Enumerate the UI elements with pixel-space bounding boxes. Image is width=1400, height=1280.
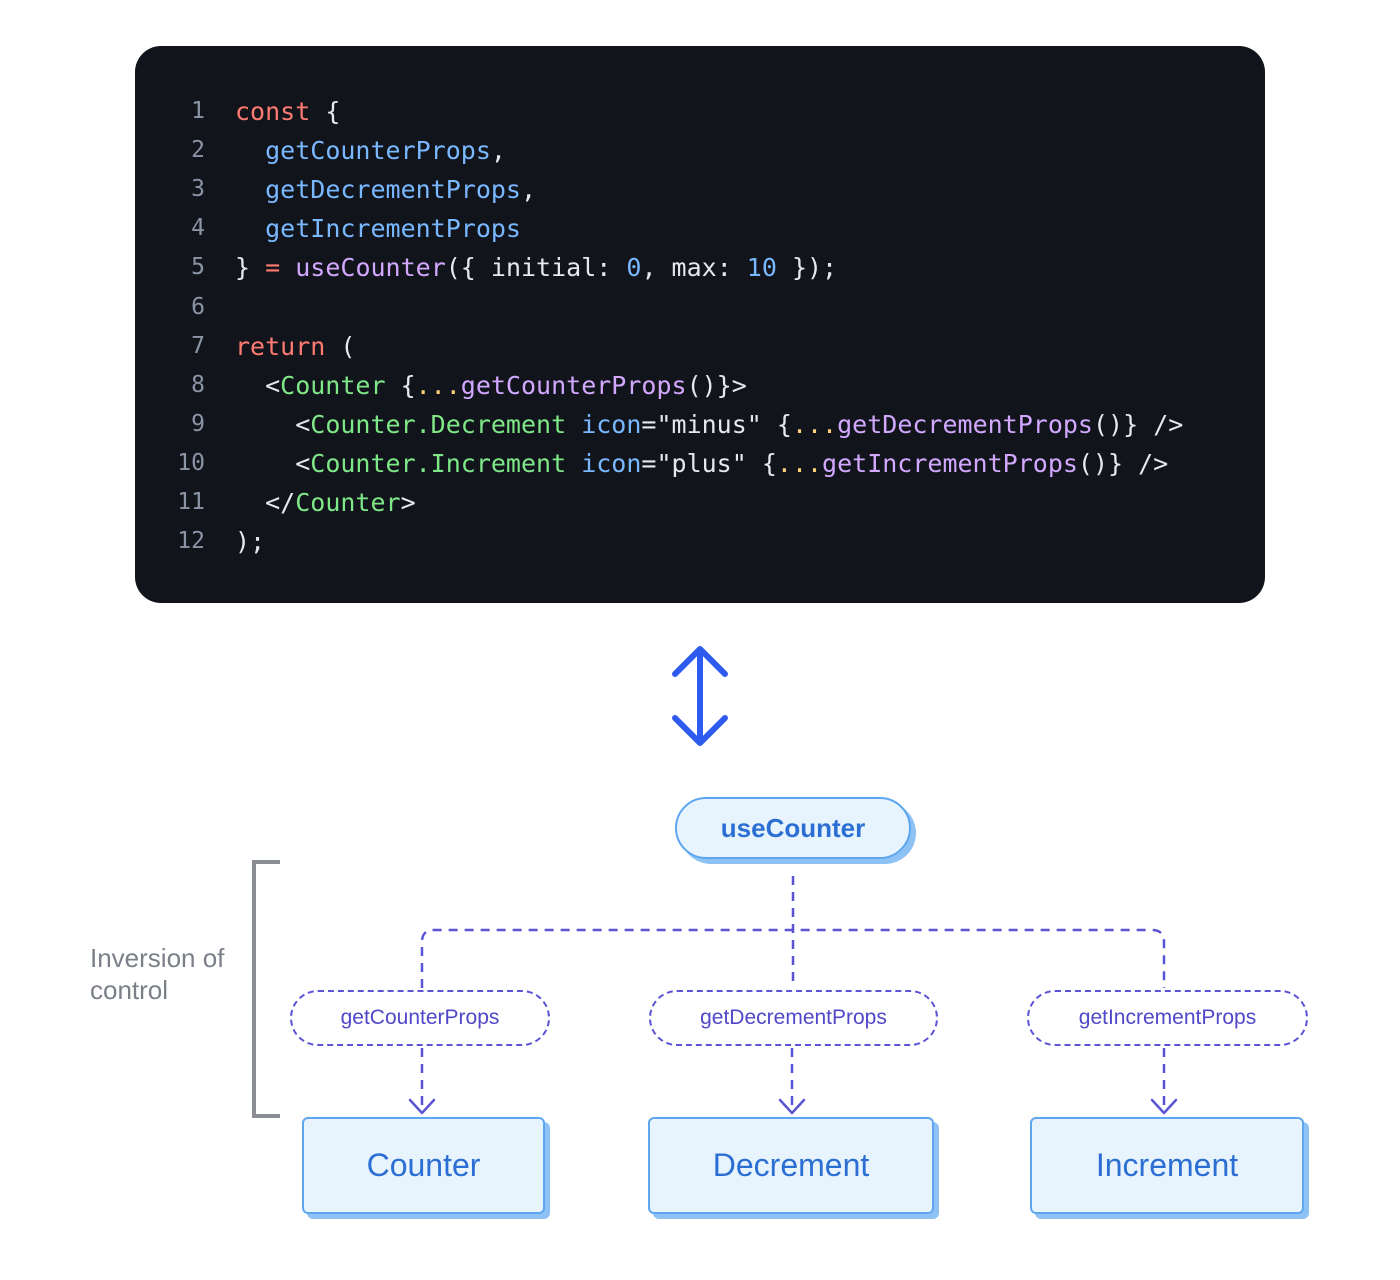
line-number: 6 [191, 293, 205, 320]
code-token: Counter [295, 488, 401, 517]
code-token: getCounterProps [265, 136, 491, 166]
code-token: ()} /> [1077, 448, 1169, 478]
code-token: }); [776, 253, 838, 283]
code-text: getCounterProps, [235, 131, 506, 170]
code-token: const [235, 97, 311, 126]
code-text: </Counter> [235, 483, 416, 522]
code-token: icon [581, 409, 642, 439]
code-token: > [400, 488, 416, 517]
code-text: <Counter.Increment icon="plus" {...getIn… [235, 444, 1168, 483]
code-token: getIncrementProps [265, 214, 521, 244]
code-token: ... [776, 448, 823, 478]
code-text: <Counter.Decrement icon="minus" {...getD… [235, 405, 1183, 444]
code-token: 10 [746, 253, 777, 283]
code-token: < [235, 409, 311, 439]
arrowhead-icon [1150, 1098, 1178, 1115]
code-token: Counter [280, 370, 386, 400]
line-number: 7 [191, 332, 205, 359]
code-token: , max: [641, 253, 747, 283]
code-token: ="plus" [641, 448, 747, 478]
component-node: Increment [1030, 1117, 1304, 1214]
component-node: Counter [302, 1117, 545, 1214]
code-token: ( [325, 331, 356, 361]
code-token: getIncrementProps [822, 448, 1078, 478]
code-token: { [385, 370, 416, 400]
code-token: 0 [626, 253, 642, 283]
line-number: 4 [191, 215, 205, 242]
tree-connectors [420, 876, 1166, 1110]
code-token: , [490, 136, 506, 166]
code-token: { [310, 97, 341, 126]
code-token: < [235, 370, 281, 400]
code-text: const { [235, 92, 340, 131]
code-text: } = useCounter({ initial: 0, max: 10 }); [235, 248, 837, 287]
inversion-bracket [252, 860, 280, 1118]
code-token: { [761, 409, 792, 439]
line-number: 8 [191, 371, 205, 398]
code-token: ()}> [686, 370, 747, 400]
code-token: < [235, 448, 311, 478]
code-token: ... [791, 409, 838, 439]
line-number: 2 [191, 137, 205, 164]
code-token: ... [415, 370, 461, 400]
line-number: 10 [177, 449, 205, 476]
code-token: ({ initial: [445, 253, 627, 283]
code-token: </ [235, 488, 296, 517]
hook-node: useCounter [675, 797, 911, 859]
code-token: ()} /> [1092, 409, 1184, 439]
component-node: Decrement [648, 1117, 934, 1214]
prop-getter-node: getCounterProps [290, 990, 550, 1046]
code-text: <Counter {...getCounterProps()}> [235, 366, 747, 405]
code-text: getDecrementProps, [235, 170, 536, 209]
code-token: getCounterProps [460, 370, 687, 400]
arrowhead-icon [408, 1098, 436, 1115]
line-number: 12 [177, 528, 205, 555]
line-number: 1 [191, 98, 205, 124]
code-text: ); [235, 522, 265, 561]
inversion-of-control-label: Inversion of control [90, 943, 225, 1005]
code-text: getIncrementProps [235, 209, 521, 248]
code-token: useCounter [295, 253, 446, 283]
code-token: } [235, 253, 266, 283]
prop-getter-node: getDecrementProps [649, 990, 938, 1046]
code-token: return [235, 331, 326, 361]
bidirectional-arrow-icon [672, 646, 728, 746]
arrowhead-icon [778, 1098, 806, 1115]
line-number: 11 [177, 489, 205, 515]
code-token: ); [235, 527, 266, 557]
code-token: Counter.Decrement [310, 409, 567, 439]
line-number: 3 [191, 176, 205, 203]
arrowhead-icons [408, 1098, 1178, 1115]
code-text: return ( [235, 327, 355, 366]
code-token: getDecrementProps [265, 175, 521, 205]
code-token: = [265, 253, 281, 283]
prop-getter-node: getIncrementProps [1027, 990, 1308, 1046]
code-token: getDecrementProps [837, 409, 1093, 439]
code-token: , [520, 175, 537, 205]
line-number: 5 [191, 254, 205, 281]
code-token: ="minus" [641, 409, 762, 439]
code-token: { [746, 448, 777, 478]
code-token: Counter.Increment [310, 448, 567, 478]
code-token: icon [581, 448, 642, 478]
line-number: 9 [191, 410, 205, 437]
